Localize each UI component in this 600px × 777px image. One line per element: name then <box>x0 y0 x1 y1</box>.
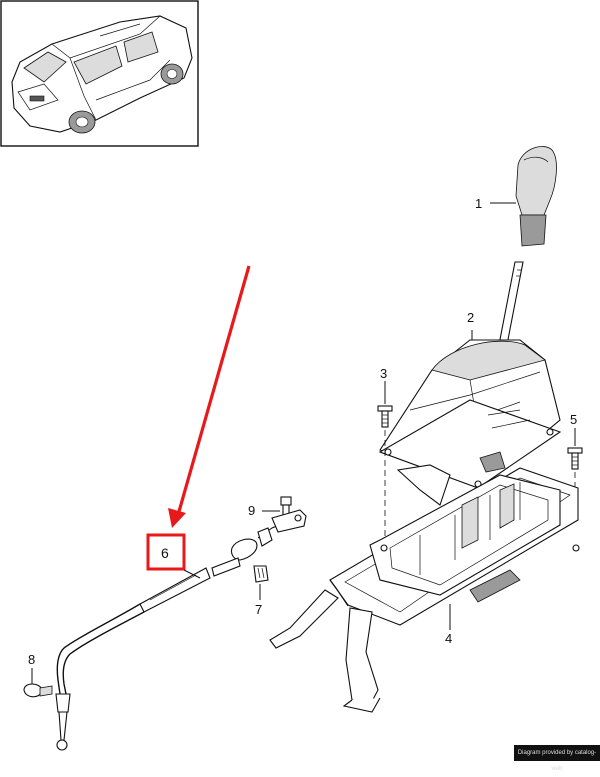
shifter-housing <box>378 330 562 506</box>
shift-cable <box>55 515 303 751</box>
suv-icon <box>11 15 193 134</box>
callout-5: 5 <box>570 412 577 427</box>
retaining-clip <box>253 565 269 600</box>
callout-9: 9 <box>248 503 255 518</box>
callout-7: 7 <box>255 602 262 617</box>
exploded-parts-diagram: 1 2 3 4 5 6 7 8 9 <box>0 0 583 751</box>
callout-2: 2 <box>467 310 474 325</box>
highlight-box-part-6 <box>146 533 186 571</box>
callout-1: 1 <box>475 196 482 211</box>
callout-8: 8 <box>28 652 35 667</box>
diagram-credit: Diagram provided by catalog-web <box>514 745 600 772</box>
callout-4: 4 <box>445 631 452 646</box>
highlight-arrow <box>168 265 251 528</box>
mounting-bracket <box>269 467 580 713</box>
callout-6: 6 <box>161 545 169 561</box>
cable-end-bolt <box>262 496 307 533</box>
callout-3: 3 <box>380 366 387 381</box>
shift-knob <box>490 146 557 247</box>
cable-grommet <box>23 668 53 698</box>
vehicle-thumbnail <box>0 0 199 147</box>
screw-3 <box>377 381 393 545</box>
